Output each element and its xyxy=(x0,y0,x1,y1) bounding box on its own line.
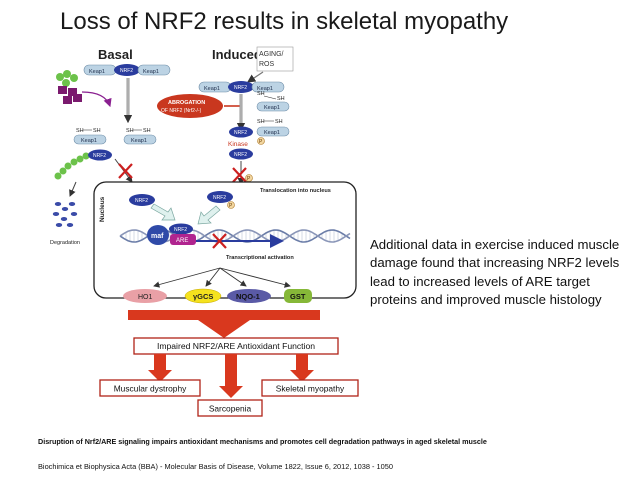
are-label: ARE xyxy=(176,238,188,244)
aging-ros-label-1: AGING/ xyxy=(259,51,284,58)
nuclear-nrf2-right: NRF2 xyxy=(207,191,233,203)
dystrophy-box xyxy=(99,379,201,397)
to-degradation-arrow xyxy=(69,181,77,197)
p-label: P xyxy=(259,139,263,145)
nrf2-label: NRF2 xyxy=(234,130,247,136)
induced-keap1-sh-upper: SH SH Keap1 xyxy=(256,91,290,112)
sh-label: SH xyxy=(126,128,134,134)
p-label: P xyxy=(247,176,251,182)
basal-ubiquitinated-nrf2: NRF2 xyxy=(54,149,112,180)
keap1-label: Keap1 xyxy=(257,86,273,92)
keap1-label: Keap1 xyxy=(204,86,220,92)
aging-ros-label-2: ROS xyxy=(259,61,275,68)
induced-block-x xyxy=(232,167,247,183)
sarcopenia-label: Sarcopenia xyxy=(209,404,252,414)
proteasome-blocks xyxy=(58,86,82,104)
induced-keap1-nrf2-complex: Keap1 NRF2 Keap1 xyxy=(198,81,285,93)
degradation-label: Degradation xyxy=(50,240,80,246)
abrogation-badge: ABROGATION OF NRF2 (Nrf2-/-) xyxy=(157,94,223,118)
target-ho1: HO1 xyxy=(123,289,167,303)
induced-keap1-sh-lower: SH SH Keap1 xyxy=(256,119,290,137)
phospho-p-lower-right: P xyxy=(245,174,253,182)
phospho-p-upper: P xyxy=(257,137,265,145)
basal-keap1-sh-right: SH SH Keap1 xyxy=(123,128,157,145)
myopathy-box xyxy=(261,379,359,397)
target-arrows xyxy=(153,267,291,288)
keap1-label: Keap1 xyxy=(143,69,159,75)
phospho-p-nuclear: P xyxy=(227,201,235,209)
translocation-label: Translocation into nucleus xyxy=(260,188,331,194)
ros-arrow xyxy=(247,71,264,83)
nqo1-label: NQO-1 xyxy=(236,292,260,301)
nrf2-label: NRF2 xyxy=(93,153,106,159)
translocation-arrow-right xyxy=(197,205,221,225)
ho1-label: HO1 xyxy=(138,294,153,301)
dystrophy-label: Muscular dystrophy xyxy=(114,384,187,394)
slide-title: Loss of NRF2 results in skeletal myopath… xyxy=(60,8,509,35)
figure-caption: Disruption of Nrf2/ARE signaling impairs… xyxy=(38,437,487,446)
impaired-function-label: Impaired NRF2/ARE Antioxidant Function xyxy=(157,341,315,351)
nucleus-label: Nucleus xyxy=(99,196,106,222)
abrogation-label-1: ABROGATION xyxy=(168,100,205,106)
sh-label: SH xyxy=(257,119,265,125)
outcome-arrows xyxy=(148,354,314,398)
keap1-label: Keap1 xyxy=(81,138,97,144)
citation: Biochimica et Biophysica Acta (BBA) - Mo… xyxy=(38,462,393,471)
nrf2-label: NRF2 xyxy=(135,198,148,204)
ubiquitination-arrow xyxy=(81,91,112,108)
keap1-label: Keap1 xyxy=(131,138,147,144)
nrf2-label: NRF2 xyxy=(174,227,187,233)
nrf2-label: NRF2 xyxy=(120,68,133,74)
keap1-label: Keap1 xyxy=(264,130,280,136)
sh-label: SH xyxy=(277,96,285,102)
p-label: P xyxy=(229,203,233,209)
sh-label: SH xyxy=(257,91,265,97)
nrf2-to-nucleus-blocked xyxy=(114,158,133,183)
keap1-label: Keap1 xyxy=(264,105,280,111)
target-nqo1: NQO-1 xyxy=(227,289,271,303)
maf-label: maf xyxy=(151,233,164,240)
sh-label: SH xyxy=(143,128,151,134)
sh-label: SH xyxy=(275,119,283,125)
basal-label: Basal xyxy=(98,47,133,62)
nrf2-pathway-diagram: Basal Induced AGING/ ROS Keap1 NRF2 Keap… xyxy=(50,46,359,417)
basal-keap1-sh-left: SH SH Keap1 xyxy=(73,128,107,145)
target-gst: GST xyxy=(284,289,312,303)
translocation-arrow-left xyxy=(150,203,176,221)
basal-keap1-nrf2-complex: Keap1 NRF2 Keap1 xyxy=(83,64,171,76)
ubiquitin-cluster xyxy=(56,70,78,87)
sh-label: SH xyxy=(93,128,101,134)
nuclear-nrf2-left: NRF2 xyxy=(129,194,155,206)
impairment-funnel-arrow xyxy=(128,310,320,338)
sarcopenia-box xyxy=(197,399,263,417)
induced-label: Induced xyxy=(212,47,262,62)
myopathy-label: Skeletal myopathy xyxy=(276,384,345,394)
nrf2-label: NRF2 xyxy=(234,85,247,91)
aging-ros-box xyxy=(256,46,294,72)
ggcs-label: γGCS xyxy=(193,292,213,301)
nrf2-label: NRF2 xyxy=(213,195,226,201)
maf-nrf2-are-complex: maf NRF2 ARE xyxy=(147,223,196,245)
nrf2-label: NRF2 xyxy=(234,152,247,158)
transcription-block-x xyxy=(212,233,227,249)
keap1-label: Keap1 xyxy=(89,69,105,75)
induced-free-nrf2: NRF2 xyxy=(229,126,253,138)
transcriptional-label: Transcriptional activation xyxy=(226,255,294,261)
target-ggcs: γGCS xyxy=(184,288,222,304)
degradation-fragments xyxy=(52,202,78,227)
abrogation-label-2: OF NRF2 (Nrf2-/-) xyxy=(161,108,202,114)
phosphorylated-nrf2-upper: NRF2 xyxy=(229,148,253,160)
sh-label: SH xyxy=(76,128,84,134)
kinase-label: Kinase xyxy=(228,141,248,148)
gst-label: GST xyxy=(290,292,306,301)
basal-block-x xyxy=(118,163,133,179)
side-note: Additional data in exercise induced musc… xyxy=(370,237,620,308)
